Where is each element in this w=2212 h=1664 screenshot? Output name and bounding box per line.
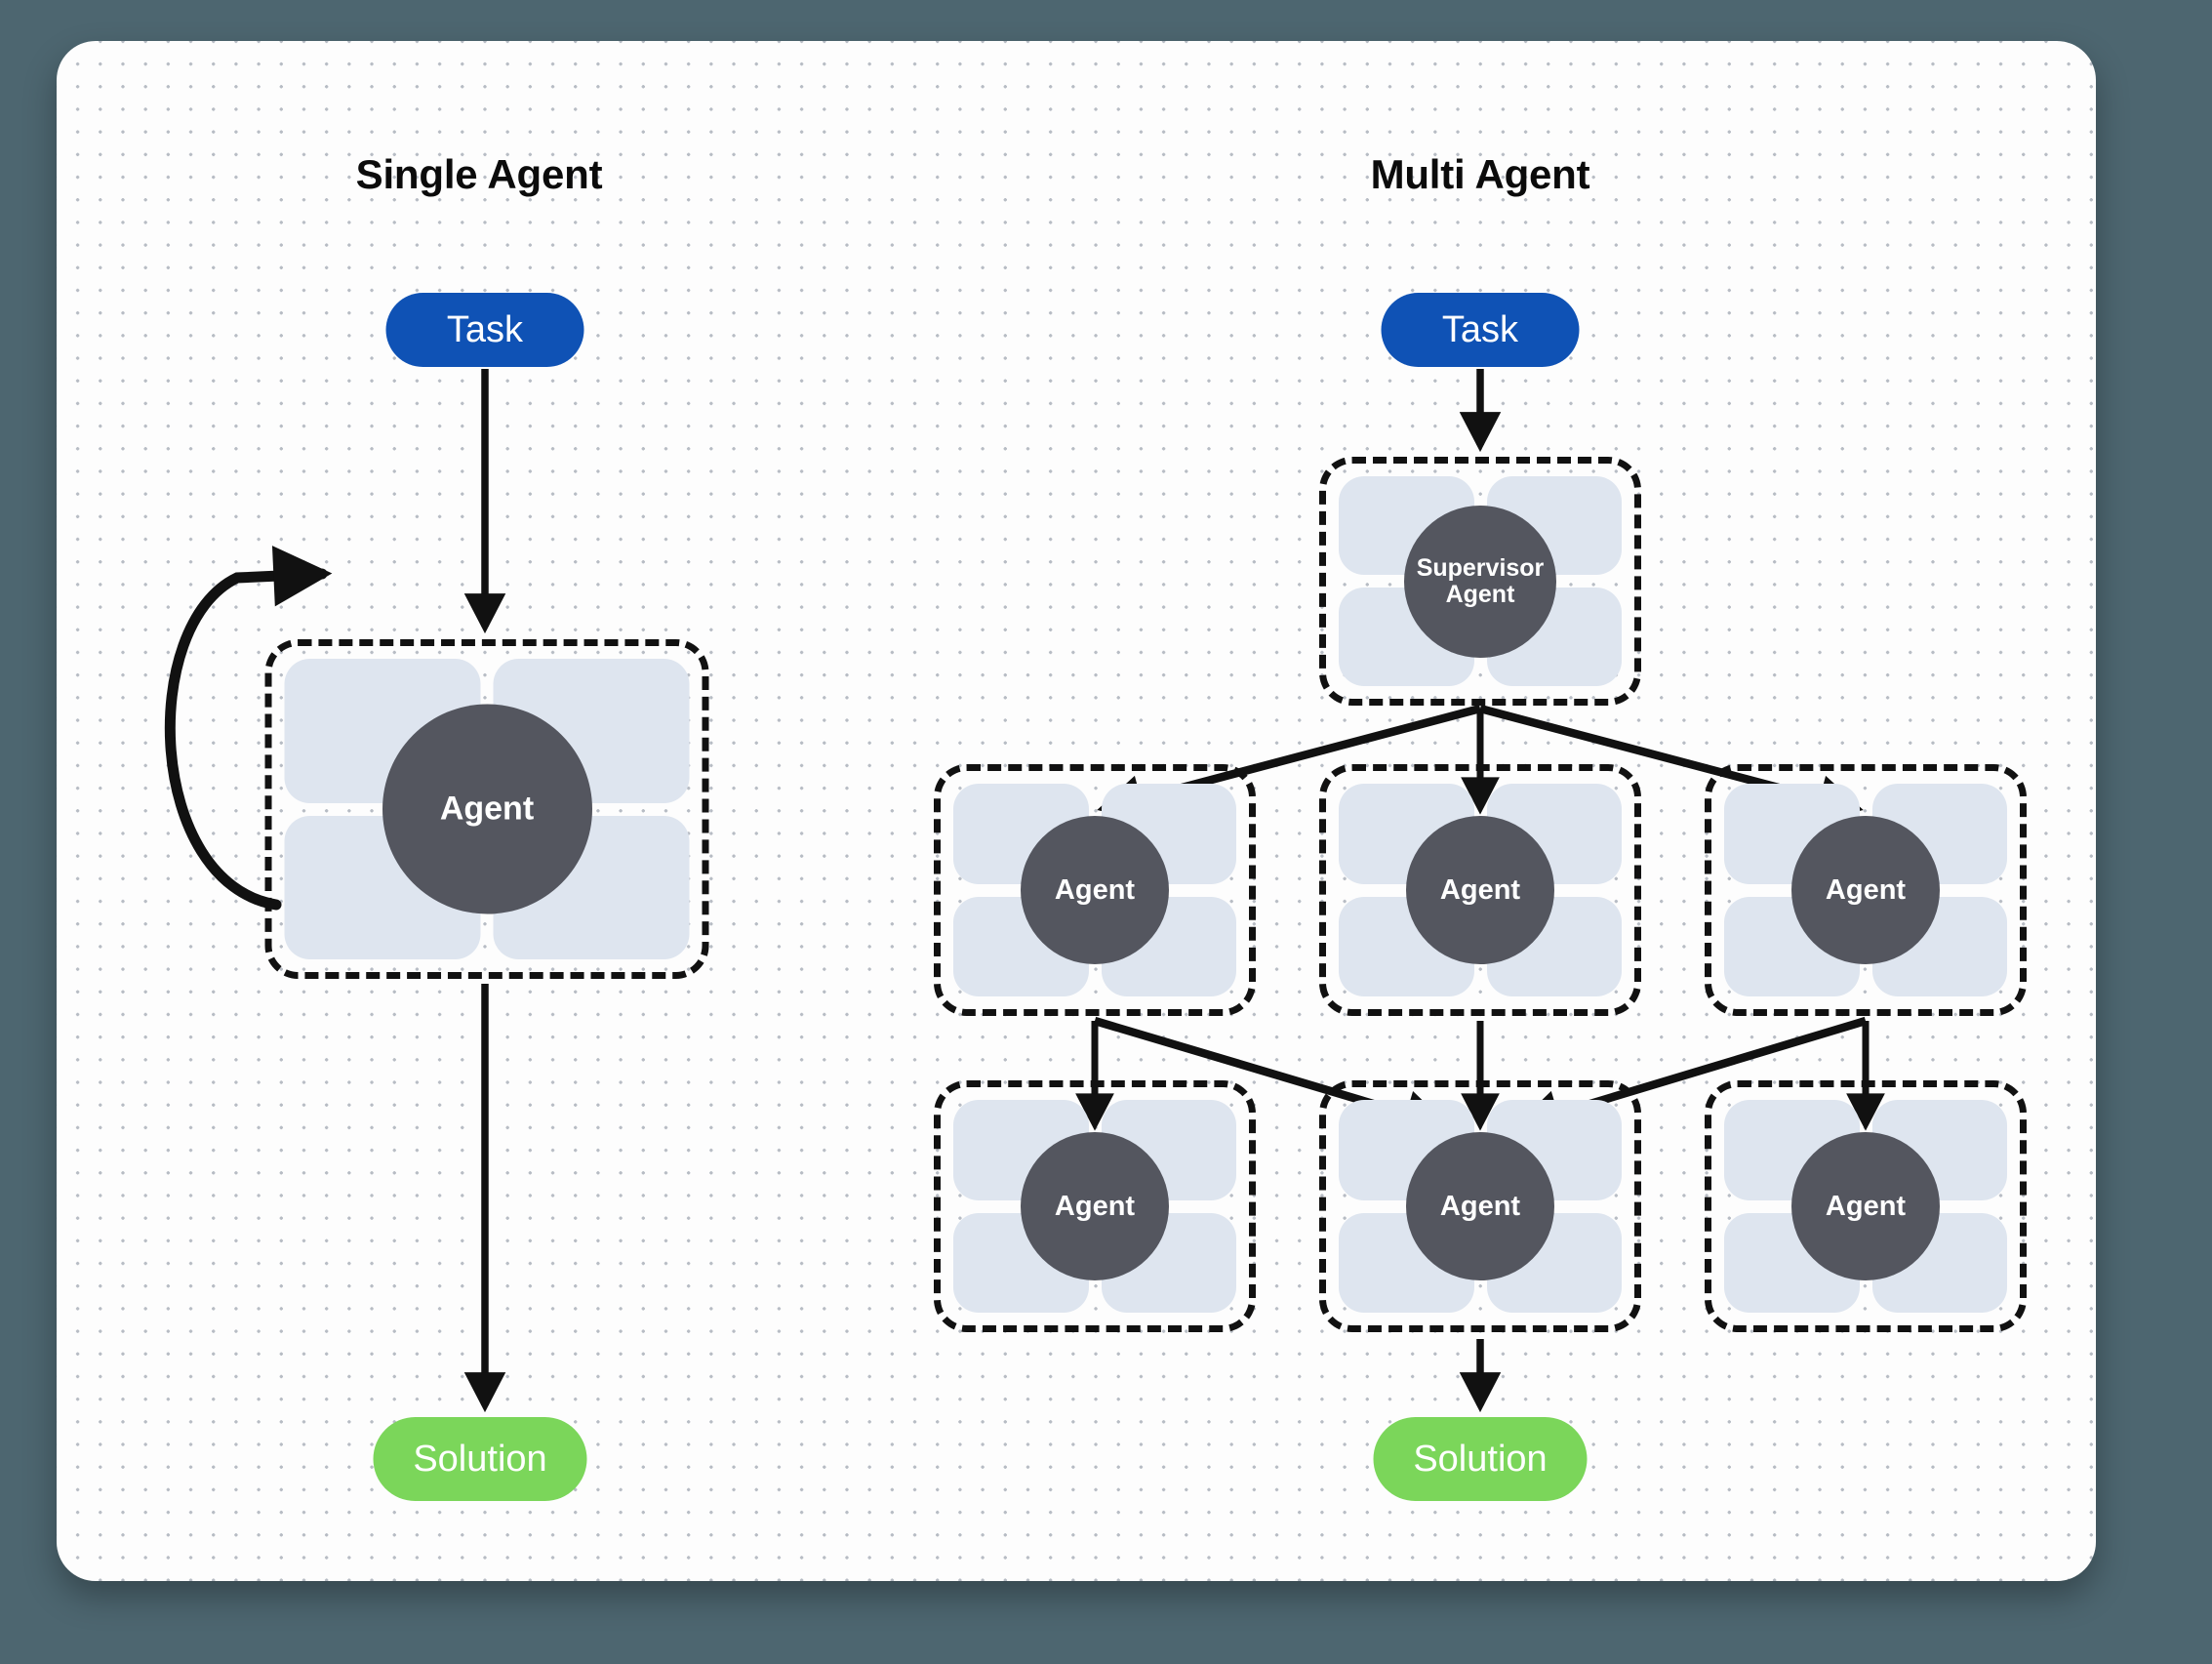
multi-agent-row2-node-1[interactable]: Agent <box>934 1080 1256 1332</box>
agent-core-label: Agent <box>1054 1190 1136 1222</box>
multi-agent-row2-node-3[interactable]: Agent <box>1705 1080 2027 1332</box>
supervisor-label-line-2: Agent <box>1445 580 1515 608</box>
agent-core-label: Agent <box>1054 873 1136 906</box>
supervisor-label-line-1: Supervisor <box>1416 554 1545 582</box>
multi-agent-row2-node-2[interactable]: Agent <box>1319 1080 1641 1332</box>
agent-core: Agent <box>1021 816 1169 964</box>
column-title-multi-agent: Multi Agent <box>1370 151 1590 197</box>
supervisor-agent-core: Supervisor Agent <box>1404 505 1556 658</box>
multi-task-node[interactable]: Task <box>1381 293 1580 367</box>
agent-core: Agent <box>1791 1132 1940 1280</box>
multi-agent-row1-node-3[interactable]: Agent <box>1705 764 2027 1016</box>
agent-core: Agent <box>1406 816 1554 964</box>
agent-core: Agent <box>1791 816 1940 964</box>
agent-core-label: Agent <box>1439 873 1521 906</box>
single-agent-core: Agent <box>382 704 592 914</box>
agent-core-label: Agent <box>1439 1190 1521 1222</box>
multi-agent-row1-node-2[interactable]: Agent <box>1319 764 1641 1016</box>
supervisor-agent-node[interactable]: Supervisor Agent <box>1319 457 1641 706</box>
agent-core-label: Agent <box>1825 873 1907 906</box>
single-agent-node[interactable]: Agent <box>264 639 709 979</box>
multi-solution-node[interactable]: Solution <box>1373 1417 1588 1501</box>
agent-core: Agent <box>1021 1132 1169 1280</box>
agent-tool-grid <box>1724 784 2007 996</box>
multi-agent-row1-node-1[interactable]: Agent <box>934 764 1256 1016</box>
agent-core: Agent <box>1406 1132 1554 1280</box>
agent-core-label: Agent <box>439 790 535 828</box>
column-title-single-agent: Single Agent <box>355 151 603 197</box>
single-solution-node[interactable]: Solution <box>373 1417 587 1501</box>
single-task-node[interactable]: Task <box>385 293 584 367</box>
agent-core-label: Agent <box>1825 1190 1907 1222</box>
